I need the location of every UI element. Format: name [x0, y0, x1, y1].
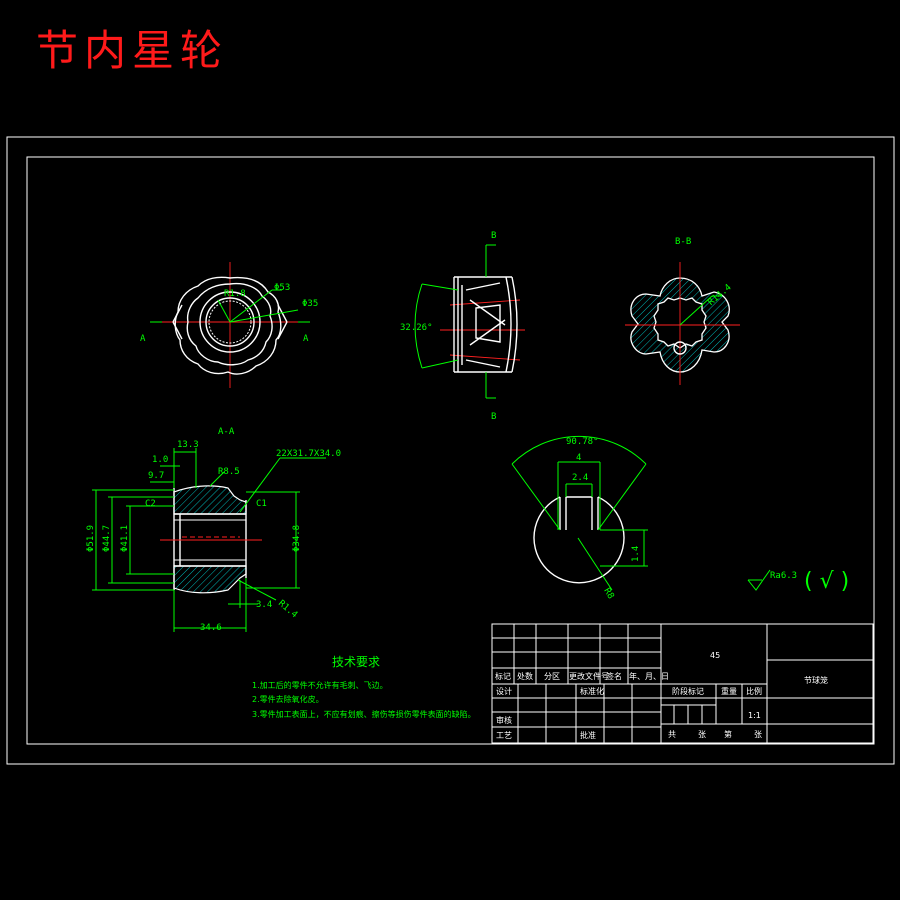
dim-3-4: 3.4	[256, 600, 272, 610]
tech-item-2: 2.零件去除氧化皮。	[252, 694, 324, 704]
dim-13-3: 13.3	[177, 440, 199, 450]
section-mark-a-left: A	[140, 334, 146, 344]
tb-scale: 1:1	[748, 711, 761, 720]
dim-r8-5: R8.5	[218, 467, 240, 477]
dim-r8: R8	[601, 587, 615, 601]
section-mark-b-top: B	[491, 231, 496, 241]
tb-label-doc: 更改文件号	[569, 671, 609, 681]
tb-part-name: 节球笼	[804, 675, 828, 685]
dim-2-4: 2.4	[572, 473, 588, 483]
tb-label-mark: 标记	[495, 671, 511, 681]
section-b-view: B-B R14.4	[625, 237, 740, 385]
tech-item-3: 3.零件加工表面上，不应有划痕、擦伤等损伤零件表面的缺陷。	[252, 709, 476, 719]
drawing-title: 节内星轮	[36, 26, 229, 75]
dim-d34-8: Φ34.8	[292, 525, 302, 552]
tb-label-no: 第	[724, 729, 732, 739]
tb-label-sign: 签名	[606, 671, 622, 681]
section-label-aa: A-A	[218, 427, 235, 437]
tb-label-review: 审核	[496, 715, 512, 725]
dim-angle-2: 90.78°	[566, 437, 599, 447]
dim-d53: Φ53	[274, 283, 290, 293]
dim-d41-1: Φ41.1	[120, 525, 130, 552]
dim-r1: R1.8	[224, 289, 246, 299]
dim-1-0: 1.0	[152, 455, 168, 465]
dim-d51-9: Φ51.9	[86, 525, 96, 552]
tech-requirements: 技术要求 1.加工后的零件不允许有毛刺、飞边。 2.零件去除氧化皮。 3.零件加…	[252, 655, 476, 719]
tech-heading: 技术要求	[332, 655, 380, 669]
section-a-view: A-A	[86, 427, 341, 633]
dim-angle-1: 32.26°	[400, 323, 433, 333]
dim-spline: 22X31.7X34.0	[276, 449, 341, 459]
dim-1-4: 1.4	[631, 546, 641, 562]
tb-label-standard: 标准化	[580, 686, 604, 696]
dim-c2: C2	[145, 499, 156, 509]
dim-9-7: 9.7	[148, 471, 164, 481]
detail-view: 90.78° 4 2.4 1.4 R8	[511, 435, 648, 601]
dim-34-6: 34.6	[200, 623, 222, 633]
title-block: 45 节球笼 1:1 标记 处数 分区 更改文件号 签名 年、月、日 设计 标准…	[491, 623, 874, 744]
tb-label-weight: 重量	[721, 686, 737, 696]
roughness-symbol: Ra6.3 ( √ )	[747, 569, 849, 594]
side-view: 32.26° B B	[400, 231, 525, 422]
tb-label-stage: 阶段标记	[672, 686, 704, 696]
dim-4: 4	[576, 453, 581, 463]
tb-label-sheet2: 张	[754, 730, 762, 739]
tech-item-1: 1.加工后的零件不允许有毛刺、飞边。	[252, 680, 388, 690]
outer-border	[6, 136, 895, 765]
tb-label-zone: 分区	[544, 672, 560, 681]
section-mark-b-bottom: B	[491, 412, 496, 422]
end-view: R1.8 Φ53 Φ35 A A	[140, 262, 318, 388]
section-mark-a-right: A	[303, 334, 309, 344]
inner-border	[26, 156, 875, 745]
tb-label-date: 年、月、日	[629, 671, 669, 681]
roughness-paren-check: ( √ )	[804, 569, 849, 594]
tb-label-design: 设计	[496, 686, 512, 696]
tb-label-process: 工艺	[496, 731, 512, 740]
dim-r1-4: R1.4	[276, 599, 299, 621]
dim-d44-7: Φ44.7	[102, 525, 112, 552]
tb-label-sheet: 张	[698, 730, 706, 739]
dim-c1: C1	[256, 499, 267, 509]
tb-label-ratio: 比例	[746, 686, 762, 696]
tb-label-count: 处数	[517, 671, 533, 681]
roughness-label: Ra6.3	[770, 571, 797, 581]
section-label-bb: B-B	[675, 237, 691, 247]
dim-d35: Φ35	[302, 299, 318, 309]
tb-material: 45	[710, 651, 720, 660]
tb-label-approve: 批准	[580, 730, 596, 740]
tb-label-total: 共	[668, 730, 676, 739]
